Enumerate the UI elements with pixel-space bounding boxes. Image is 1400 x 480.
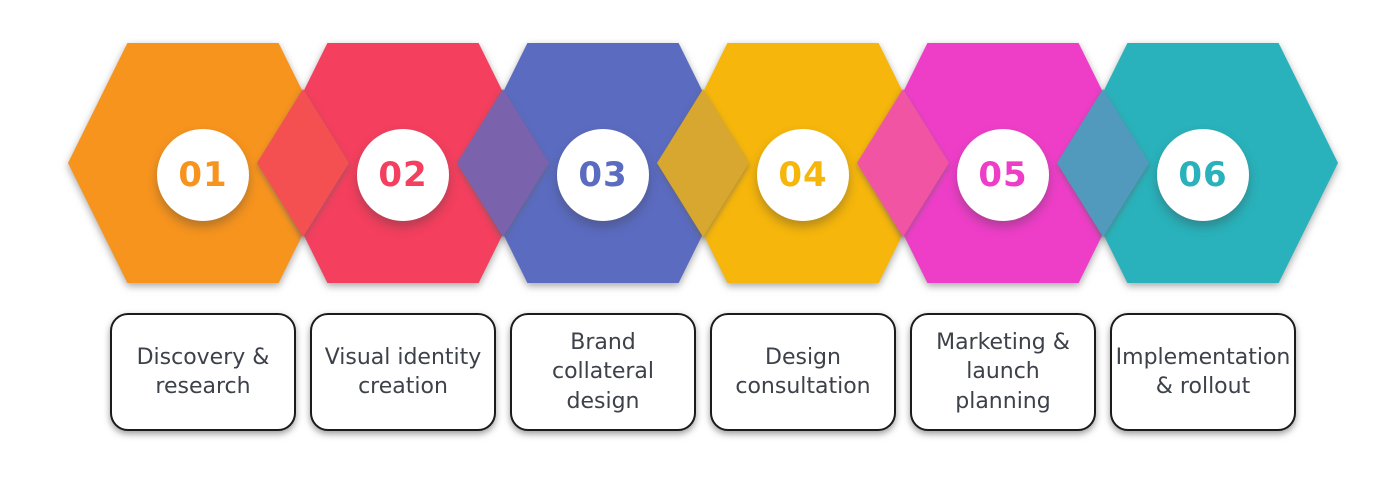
diamond-shape-5 (1057, 89, 1149, 237)
step-label-3: Brand collateral design (551, 330, 655, 414)
step-number-5: 05 (978, 155, 1028, 195)
step-number-4: 04 (778, 155, 828, 195)
connector-diamond-1 (257, 89, 349, 237)
step-number-circle-6: 06 (1157, 129, 1249, 221)
step-card-1: Discovery & research (110, 313, 296, 431)
step-number-1: 01 (178, 155, 228, 195)
step-label-6: Implementation & rollout (1115, 344, 1291, 399)
step-card-5: Marketing & launch planning (910, 313, 1096, 431)
step-label-1: Discovery & research (136, 344, 270, 399)
step-number-circle-1: 01 (157, 129, 249, 221)
diamond-shape-1 (257, 89, 349, 237)
step-label-5: Marketing & launch planning (936, 330, 1070, 414)
step-label-2: Visual identity creation (324, 344, 482, 399)
step-number-circle-3: 03 (557, 129, 649, 221)
connector-diamond-5 (1057, 89, 1149, 237)
step-number-circle-2: 02 (357, 129, 449, 221)
step-number-6: 06 (1178, 155, 1228, 195)
step-number-circle-4: 04 (757, 129, 849, 221)
step-card-2: Visual identity creation (310, 313, 496, 431)
connector-diamond-4 (857, 89, 949, 237)
step-label-4: Design consultation (735, 344, 871, 399)
connector-diamond-2 (457, 89, 549, 237)
step-card-4: Design consultation (710, 313, 896, 431)
step-number-2: 02 (378, 155, 428, 195)
connector-diamond-3 (657, 89, 749, 237)
diamond-shape-4 (857, 89, 949, 237)
step-card-6: Implementation & rollout (1110, 313, 1296, 431)
step-card-3: Brand collateral design (510, 313, 696, 431)
diamond-shape-2 (457, 89, 549, 237)
diamond-shape-3 (657, 89, 749, 237)
step-number-circle-5: 05 (957, 129, 1049, 221)
step-number-3: 03 (578, 155, 628, 195)
